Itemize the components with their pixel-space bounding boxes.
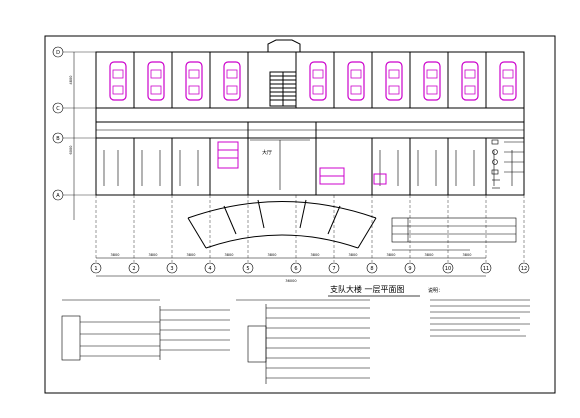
lower-room-wiring [96,129,524,190]
furniture-symbols [217,141,387,185]
total-dimension-text: 36000 [285,279,296,283]
grid-bubble [404,262,416,274]
notes-lines [430,299,530,337]
dimension-text: 3800 [111,253,120,257]
grid-bubble [52,189,64,201]
grid-bubble [52,46,64,58]
dimension-text: 3800 [387,253,396,257]
stair [269,71,297,107]
grid-bubble [442,262,454,274]
dimension-text: 3800 [349,253,358,257]
grid-bubble [128,262,140,274]
dimension-text: 3800 [268,253,277,257]
dimension-text: 4800 [69,76,73,85]
vehicle-icon [309,61,327,101]
grid-column-label: 1 [94,266,97,272]
grid-bubble [328,262,340,274]
grid-bubble [204,262,216,274]
notes-heading: 说明： [428,287,443,294]
dimension-text: 3800 [463,253,472,257]
grid-bubble [366,262,378,274]
dimension-text: 3800 [311,253,320,257]
vehicle-icon [385,61,403,101]
grid-column-label: 4 [208,266,211,272]
grid-bubble [52,102,64,114]
grid-bubble [480,262,492,274]
vehicle-icon [461,61,479,101]
outer-border [44,35,556,394]
grid-bubble [52,132,64,144]
building-plan [95,39,525,196]
top-entrance [267,39,301,52]
grid-column-label: 3 [170,266,173,272]
vehicle-icon [147,61,165,101]
grid-column-label: 8 [370,266,373,272]
dimension-text: 6000 [69,146,73,155]
grid-bubble [242,262,254,274]
lower-room-partitions [133,122,487,195]
vehicle-icon [423,61,441,101]
legend-block [491,139,524,189]
dimension-text: 3800 [425,253,434,257]
vehicle-symbols [109,61,517,101]
grid-column-label: 10 [445,266,451,272]
vehicle-icon [185,61,203,101]
grid-column-label: 2 [132,266,135,272]
vehicle-icon [499,61,517,101]
right-panel-diagram [391,217,517,251]
entrance-canopy [187,199,377,249]
grid-column-label: 11 [483,266,489,272]
grid-column-label: 5 [246,266,249,272]
grid-column-label: 7 [332,266,335,272]
grid-bubble [290,262,302,274]
vehicle-icon [109,61,127,101]
grid-row-label: C [56,106,60,112]
grid-column-label: 12 [521,266,527,272]
grid-row-label: A [56,193,60,199]
lower-left-system-diagram [61,299,230,361]
grid-row-label: D [56,50,60,56]
grid-bubble [90,262,102,274]
vehicle-icon [347,61,365,101]
lower-middle-system-diagram [236,299,370,384]
dimension-text: 3800 [187,253,196,257]
grid-column-label: 9 [408,266,411,272]
dimension-text: 3800 [149,253,158,257]
grid-bubble [166,262,178,274]
grid-row-label: B [56,136,60,142]
grid-bubble [518,262,530,274]
grid-column-label: 6 [294,266,297,272]
dimension-text: 3800 [225,253,234,257]
drawing-title: 支队大楼 一层平面图 [330,284,405,294]
vehicle-icon [223,61,241,101]
hall-label: 大厅 [262,149,272,156]
